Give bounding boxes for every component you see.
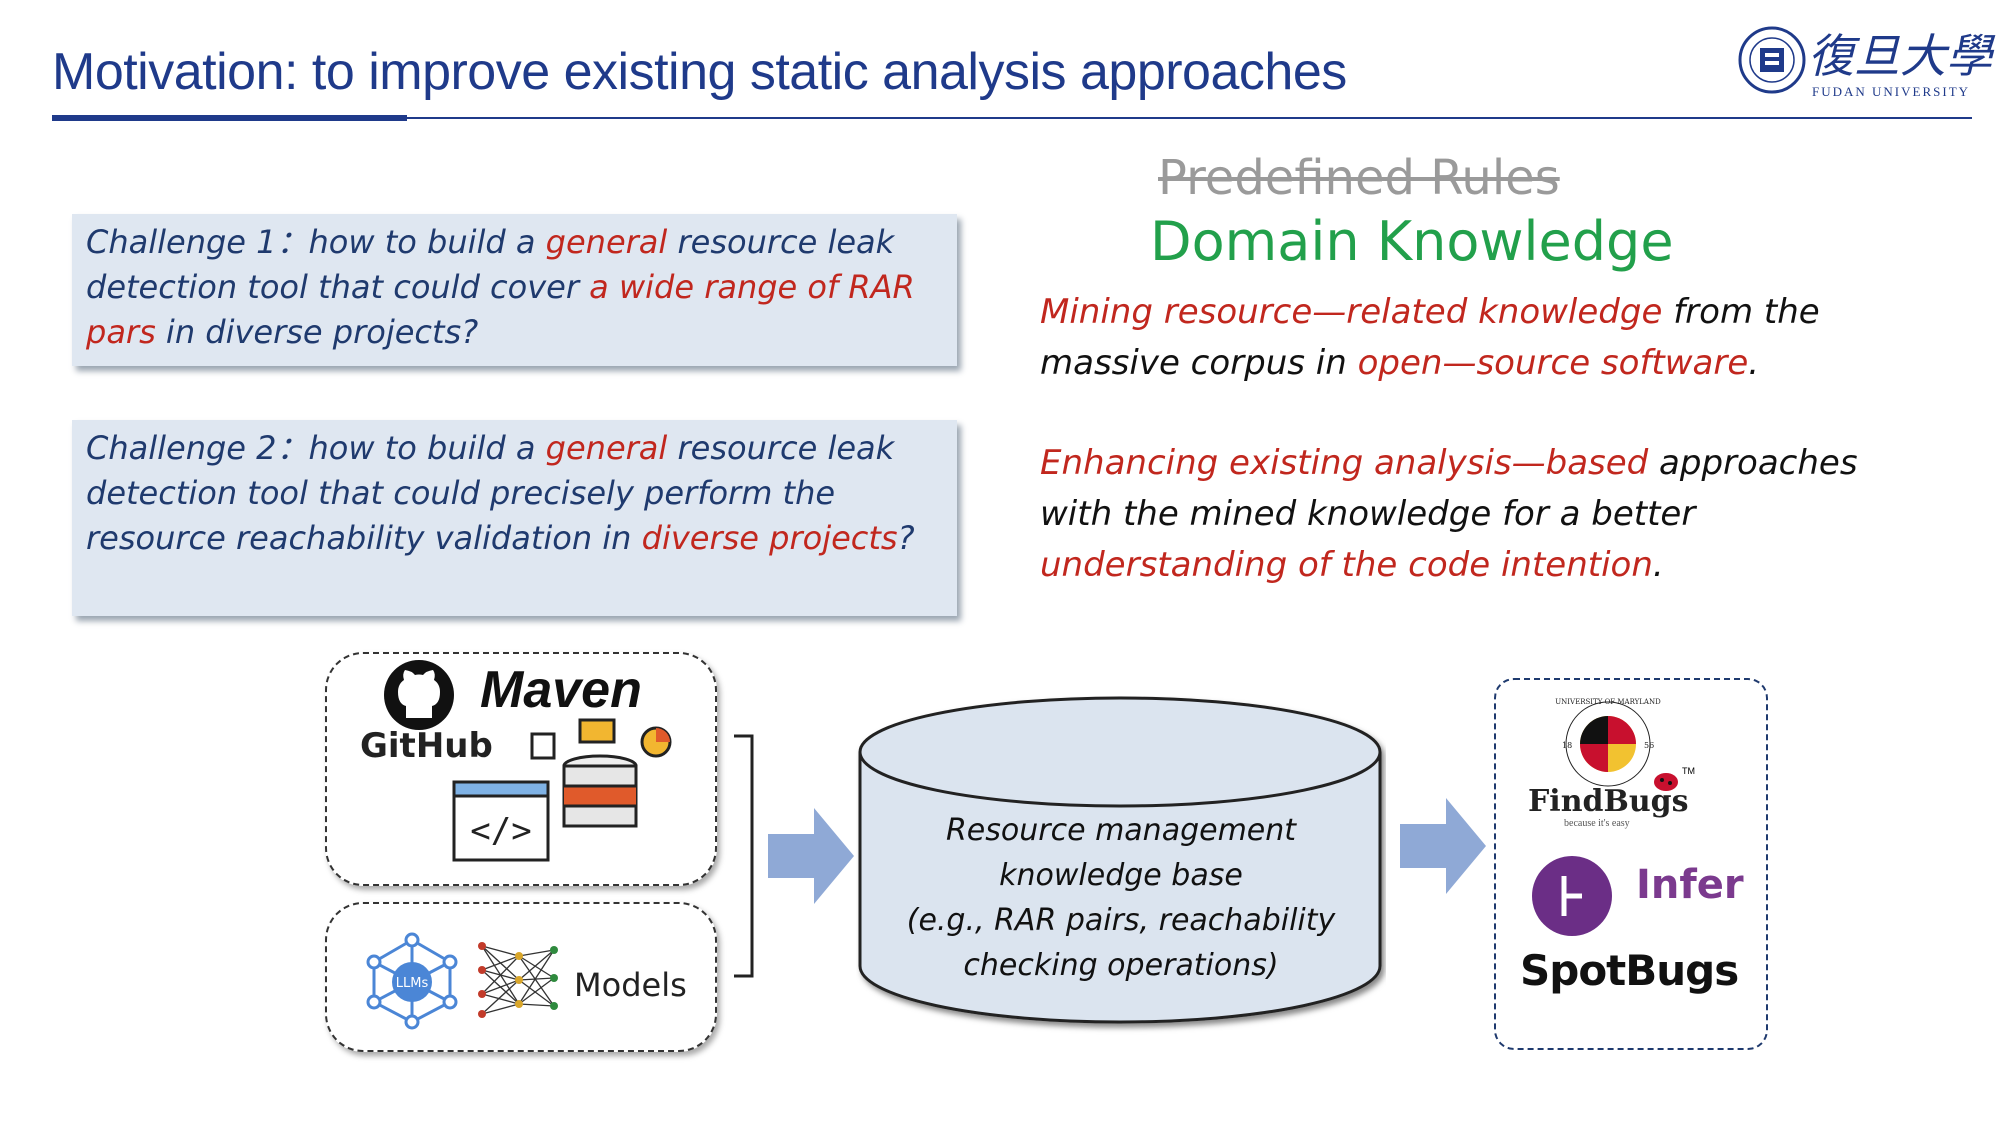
logo-chinese: 復旦大學 (1808, 29, 1992, 83)
logo-english: FUDAN UNIVERSITY (1812, 84, 1971, 99)
sources-bracket (734, 734, 754, 978)
mining-paragraph: Mining resource—related knowledge from t… (1040, 292, 1820, 383)
llms-network-icon: LLMs (366, 932, 458, 1030)
umd-year-left: 18 (1562, 741, 1572, 750)
neural-network-icon (478, 942, 558, 1018)
page-title: Motivation: to improve existing static a… (52, 43, 1347, 101)
umd-year-right: 56 (1644, 741, 1654, 750)
code-window-icon: </> (452, 780, 550, 862)
knowledge-base-cylinder-icon (858, 696, 1382, 1024)
findbugs-tagline: because it's easy (1564, 818, 1630, 829)
challenge-1-box: Challenge 1：how to build a general resou… (72, 214, 957, 366)
github-icon (384, 660, 454, 730)
struck-predefined-rules: Predefined Rules (1158, 150, 1560, 206)
kb-line-3: (e.g., RAR pairs, reachability (906, 903, 1336, 938)
ladybug-icon (1654, 773, 1678, 791)
database-icon (530, 718, 672, 828)
domain-knowledge-heading: Domain Knowledge (1150, 210, 1674, 273)
title-accent-bar (52, 115, 407, 121)
maven-logo: Maven (480, 661, 642, 719)
kb-line-4: checking operations) (963, 948, 1279, 983)
umd-seal-text: UNIVERSITY OF MARYLAND (1555, 698, 1661, 706)
kb-line-1: Resource management (945, 813, 1297, 848)
models-label: Models (574, 966, 687, 1004)
code-icon-label: </> (470, 811, 531, 851)
knowledge-base-label: Resource management knowledge base (e.g.… (856, 808, 1386, 988)
title-underline (52, 117, 1972, 119)
arrow-to-tools (1400, 798, 1486, 894)
findbugs-logo: FindBugs (1528, 784, 1689, 819)
fudan-seal-icon (1738, 26, 1806, 94)
arrow-to-knowledge-base (768, 808, 854, 904)
tools-box (1494, 678, 1768, 1050)
kb-line-2: knowledge base (999, 858, 1243, 893)
findbugs-tm: TM (1682, 766, 1695, 776)
infer-icon (1532, 856, 1612, 936)
spotbugs-logo: SpotBugs (1520, 946, 1739, 995)
umd-seal-icon: UNIVERSITY OF MARYLAND 18 56 (1555, 698, 1661, 787)
github-label: GitHub (360, 726, 493, 766)
enhancing-paragraph: Enhancing existing analysis—based approa… (1040, 443, 1858, 585)
llms-label: LLMs (396, 976, 429, 991)
infer-logo: Infer (1636, 862, 1744, 908)
challenge-2-box: Challenge 2：how to build a general resou… (72, 420, 957, 616)
